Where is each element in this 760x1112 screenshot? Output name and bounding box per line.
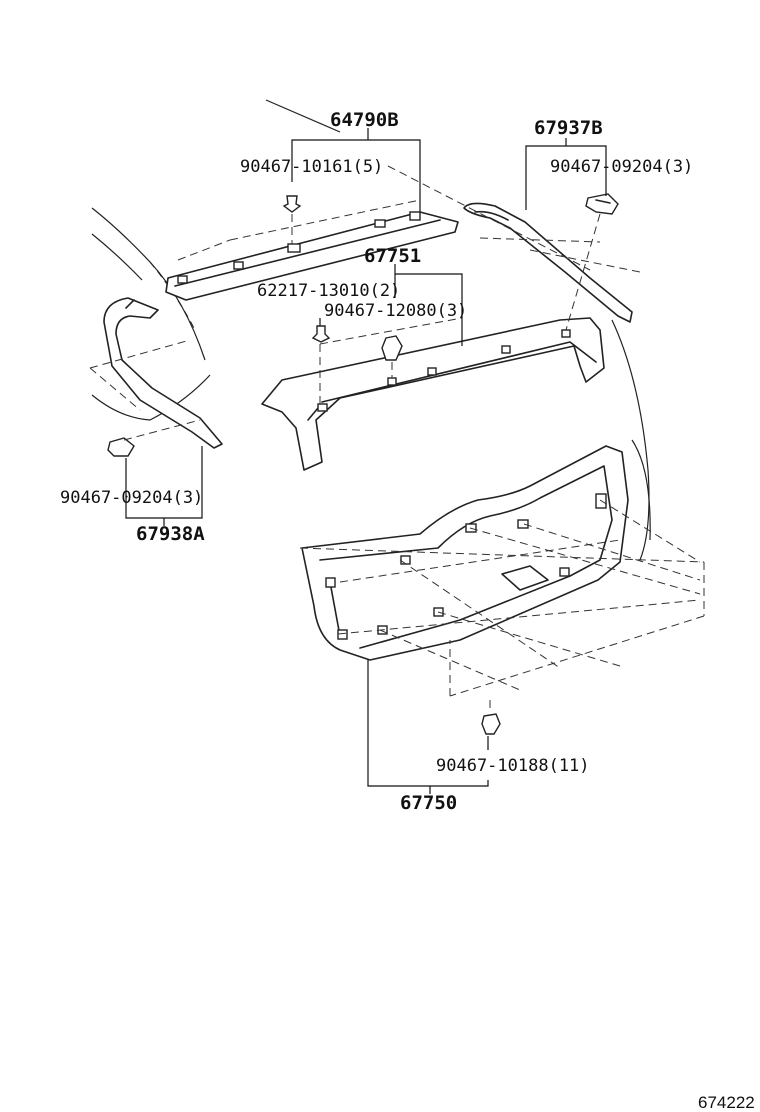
clip-90467-10188 — [481, 713, 501, 735]
clip-90467-09204-left — [107, 437, 135, 457]
diagram-reference-number: 674222 — [698, 1093, 755, 1112]
label-67751: 67751 — [364, 245, 421, 267]
clip-62217-13010 — [381, 335, 403, 361]
label-90467-09204-right: 90467-09204(3) — [550, 157, 693, 177]
label-90467-10188: 90467-10188(11) — [436, 756, 590, 776]
label-62217-13010: 62217-13010(2) — [257, 281, 400, 301]
label-90467-10161: 90467-10161(5) — [240, 157, 383, 177]
label-67938A: 67938A — [136, 523, 205, 545]
clip-90467-10161 — [282, 195, 302, 213]
part-67750-lower-trim — [301, 445, 629, 661]
part-67751-mid-trim — [261, 317, 605, 471]
label-90467-09204-left: 90467-09204(3) — [60, 488, 203, 508]
part-67937B-side-garnish — [463, 202, 633, 323]
part-64790B-strip — [165, 211, 459, 301]
label-67937B: 67937B — [534, 117, 603, 139]
label-90467-12080: 90467-12080(3) — [324, 301, 467, 321]
part-67938A-side-garnish — [103, 297, 223, 449]
assembly-guide-lines — [89, 165, 705, 712]
clip-90467-09204-right — [585, 193, 619, 215]
leader-lines — [125, 128, 607, 794]
label-64790B: 64790B — [330, 109, 399, 131]
clip-90467-12080 — [311, 325, 331, 343]
label-67750: 67750 — [400, 792, 457, 814]
part-labels: 64790B 90467-10161(5) 67937B 90467-09204… — [60, 109, 693, 814]
